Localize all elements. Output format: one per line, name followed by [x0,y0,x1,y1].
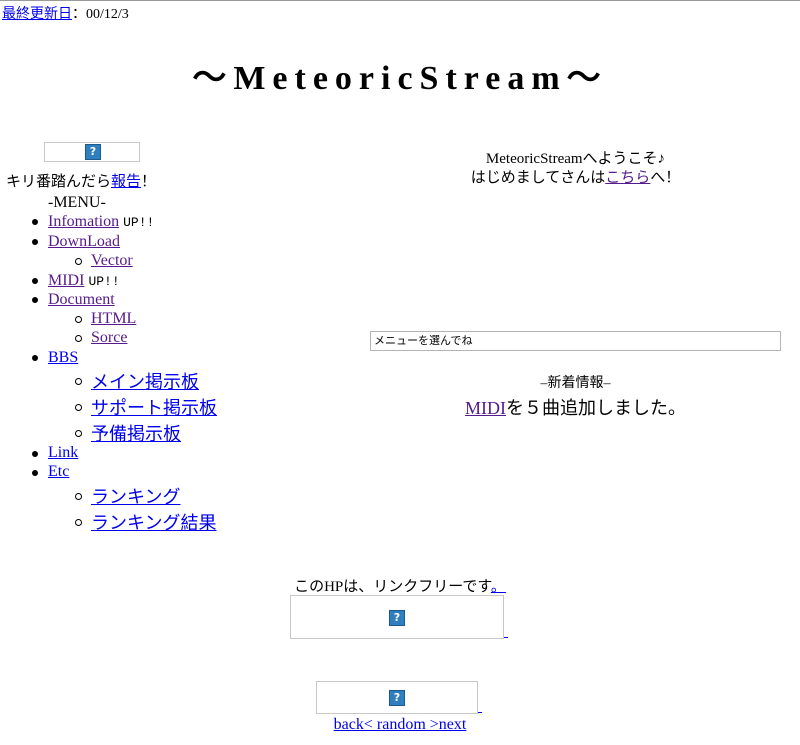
submenu-item-vector: Vector [91,252,133,270]
link-free-text: このHPは、リンクフリーです [294,579,491,595]
welcome-line-1: MeteoricStreamへようこそ♪ [485,151,666,167]
submenu-item-support-bbs: サポート掲示板 [91,394,217,420]
circle-bullet-icon [75,430,82,437]
broken-image-icon: ? [85,144,101,160]
report-link[interactable]: 報告 [111,174,142,190]
bullet-icon [32,278,38,284]
submenu-link-support-bbs[interactable]: サポート掲示板 [91,398,217,418]
circle-bullet-icon [75,335,82,342]
menu-link-etc[interactable]: Etc [48,463,70,480]
webring-nav-link[interactable]: back< random >next [333,716,467,733]
broken-image-icon: ? [389,610,405,626]
news-midi-link[interactable]: MIDI [465,398,506,418]
bullet-icon [32,297,38,303]
submenu-link-vector[interactable]: Vector [91,252,133,269]
menu-item-etc: Etc [48,463,69,481]
circle-bullet-icon [75,378,82,385]
menu-item-bbs: BBS [48,349,78,367]
submenu-item-ranking: ランキング [91,483,180,509]
counter-text-end: ！ [141,174,157,190]
menu-item-infomation: Infomation UP!! [48,213,154,231]
first-visit-link[interactable]: こちら [605,170,651,186]
banner-link-underline [504,637,508,638]
menu-select-value: メニューを選んでね [374,334,473,347]
menu-item-document: Document [48,291,115,309]
menu-link-bbs[interactable]: BBS [48,349,79,366]
submenu-link-sorce[interactable]: Sorce [91,329,128,346]
news-text: を５曲追加しました。 [506,398,686,418]
menu-link-link[interactable]: Link [48,444,79,461]
menu-link-infomation[interactable]: Infomation [48,213,120,230]
circle-bullet-icon [75,493,82,500]
bullet-icon [32,219,38,225]
link-free-notice: このHPは、リンクフリーです。 [0,575,800,596]
counter-text: キリ番踏んだら [6,174,112,190]
menu-heading: -MENU- [48,194,106,211]
menu-item-link: Link [48,444,78,462]
news-item: MIDIを５曲追加しました。 [370,394,781,420]
welcome-line-2: はじめましてさんはこちらへ！ [370,166,781,187]
webring-link-underline [478,712,482,713]
welcome-text: はじめましてさんは [470,170,606,186]
submenu-link-ranking-result[interactable]: ランキング結果 [91,513,217,533]
welcome-text-end: へ！ [650,170,681,186]
webring-nav: back< random >next [0,716,800,734]
menu-link-download[interactable]: DownLoad [48,233,120,250]
up-badge: UP!! [123,215,155,230]
menu-select[interactable]: メニューを選んでね [370,331,781,351]
last-updated-link[interactable]: 最終更新日 [2,7,72,22]
circle-bullet-icon [75,316,82,323]
banner-image[interactable]: ? [290,595,504,639]
submenu-link-ranking[interactable]: ランキング [91,487,181,507]
submenu-item-main-bbs: メイン掲示板 [91,368,199,394]
last-updated: 最終更新日：00/12/3 [2,3,129,23]
submenu-item-sorce: Sorce [91,329,127,347]
menu-link-document[interactable]: Document [48,291,115,308]
menu-item-midi: MIDI UP!! [48,272,120,290]
menu-item-download: DownLoad [48,233,120,251]
submenu-link-main-bbs[interactable]: メイン掲示板 [91,372,199,392]
up-badge: UP!! [88,274,120,289]
circle-bullet-icon [75,404,82,411]
last-updated-value: ：00/12/3 [72,7,129,22]
webring-banner-image[interactable]: ? [316,681,478,714]
bullet-icon [32,451,38,457]
bullet-icon [32,470,38,476]
site-title: ～MeteoricStream～ [192,60,608,97]
news-heading: –新着情報– [540,376,611,391]
submenu-link-html[interactable]: HTML [91,310,137,327]
submenu-item-ranking-result: ランキング結果 [91,509,216,535]
broken-image-icon: ? [389,690,405,706]
counter-image: ? [44,142,140,162]
submenu-item-html: HTML [91,310,136,328]
bullet-icon [32,239,38,245]
circle-bullet-icon [75,258,82,265]
submenu-link-spare-bbs[interactable]: 予備掲示板 [91,424,181,444]
counter-notice: キリ番踏んだら報告！ [6,170,156,191]
circle-bullet-icon [75,519,82,526]
menu-link-midi[interactable]: MIDI [48,272,85,289]
link-free-dot-link[interactable]: 。 [490,579,506,595]
bullet-icon [32,355,38,361]
top-rule [0,0,800,1]
submenu-item-spare-bbs: 予備掲示板 [91,420,181,446]
